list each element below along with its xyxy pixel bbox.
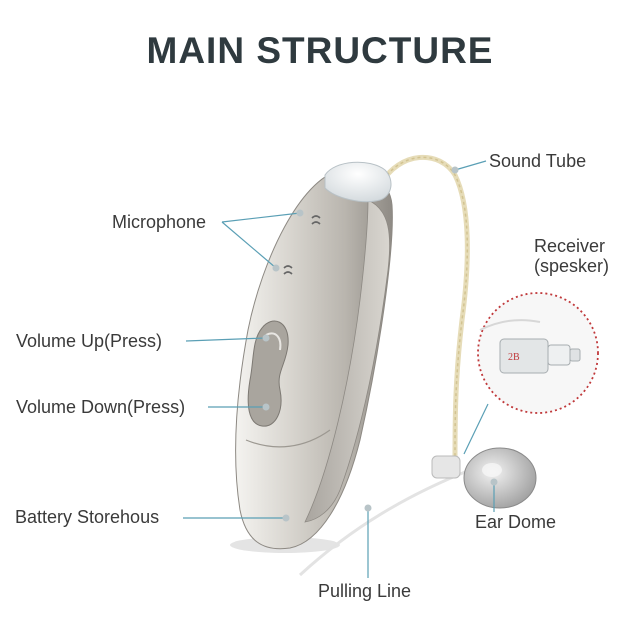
sound-tube-shape <box>377 154 470 461</box>
leader-dots <box>262 166 498 522</box>
label-volume-up: Volume Up(Press) <box>16 331 163 351</box>
leader-sound-tube <box>454 160 487 171</box>
volume-rocker-highlight <box>265 332 282 351</box>
label-receiver-sub: (spesker) <box>534 256 610 276</box>
label-pulling-line: Pulling Line <box>318 581 412 601</box>
label-volume-down: Volume Down(Press) <box>16 397 186 417</box>
label-ear-dome: Ear Dome <box>475 512 557 532</box>
leader-receiver <box>463 403 489 455</box>
leader-volume-up <box>185 337 267 342</box>
label-sound-tube: Sound Tube <box>489 151 587 171</box>
page-title: MAIN STRUCTURE <box>146 30 494 71</box>
receiver-part <box>499 338 581 374</box>
leader-mic-upper <box>221 212 301 223</box>
device-body <box>235 168 393 550</box>
label-receiver: Receiver <box>534 236 606 256</box>
receiver-zoom-wire <box>479 319 541 331</box>
microphone-holes <box>283 215 321 275</box>
ear-dome-shape <box>431 447 537 509</box>
volume-rocker <box>247 320 289 427</box>
receiver-marking: 2B <box>508 352 520 363</box>
device-panel-seam <box>245 429 331 448</box>
device-side-panel <box>304 199 391 523</box>
label-microphone: Microphone <box>112 212 207 232</box>
leader-mic-lower <box>221 221 277 269</box>
leader-lines <box>183 160 495 578</box>
device-top-cap <box>324 161 392 203</box>
label-battery: Battery Storehous <box>15 507 160 527</box>
